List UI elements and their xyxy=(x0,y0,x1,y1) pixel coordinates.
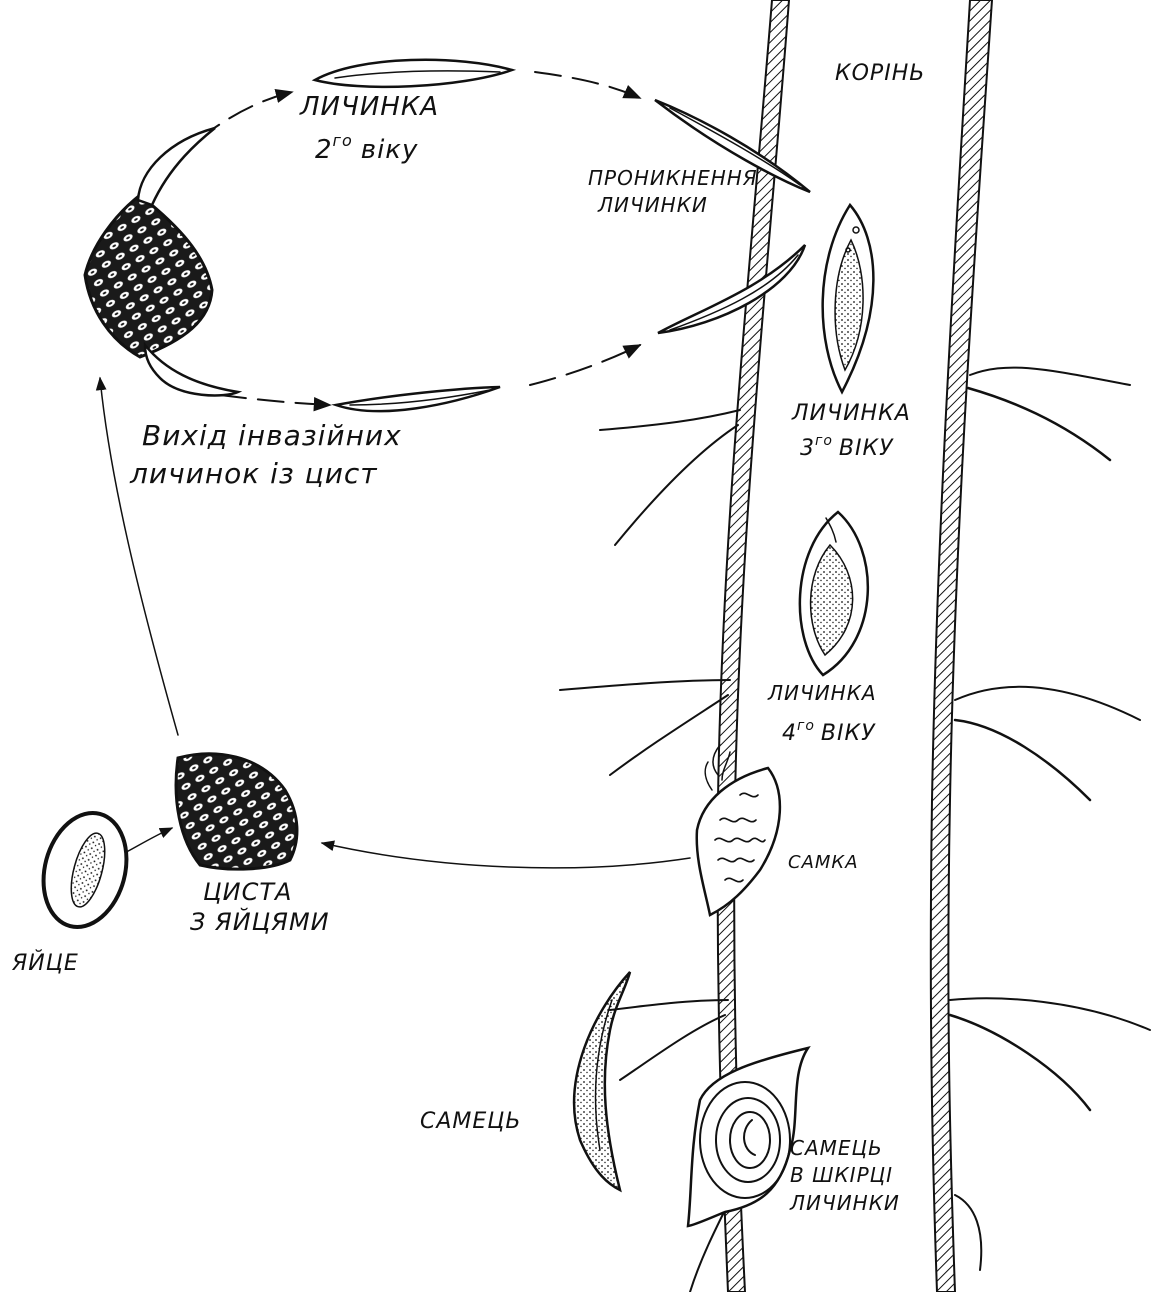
root-hair xyxy=(620,1015,725,1080)
label-male-skin-line3: ЛИЧИНКИ xyxy=(789,1191,900,1215)
male-nematode xyxy=(574,972,630,1190)
root-hair xyxy=(615,425,738,545)
label-larva2-sup: го xyxy=(333,131,353,150)
root-right-wall xyxy=(931,0,992,1292)
larva-penetrating-lower xyxy=(658,245,805,333)
egg xyxy=(31,804,138,937)
root-hair xyxy=(968,388,1110,460)
label-larva3-line2: 3го ВІКУ xyxy=(800,433,894,461)
arrow-female-to-cyst xyxy=(322,843,690,868)
cyst-body xyxy=(85,195,212,357)
root-hair xyxy=(970,368,1130,385)
root-hair xyxy=(610,695,728,775)
label-larva3-word: ВІКУ xyxy=(839,436,894,461)
label-male-skin-line1: САМЕЦЬ xyxy=(790,1136,883,1160)
emerging-larva-bottom xyxy=(145,345,238,395)
label-larva4-line2: 4го ВІКУ xyxy=(782,718,876,746)
label-larva3-sup: го xyxy=(815,433,833,449)
label-egg: ЯЙЦЕ xyxy=(11,950,79,976)
label-larva3-num: 3 xyxy=(800,436,815,461)
label-exit-line1: Вихід інвазійних xyxy=(142,419,402,452)
female-nematode xyxy=(697,745,780,915)
label-cyst-line2: З ЯЙЦЯМИ xyxy=(190,907,330,936)
label-male-skin-line2: В ШКІРЦІ xyxy=(790,1163,893,1187)
label-penetration-line1: ПРОНИКНЕННЯ xyxy=(588,166,758,190)
label-male: САМЕЦЬ xyxy=(420,1109,521,1134)
larva-3rd-stage xyxy=(823,205,874,392)
arrow-cyst-to-larva2 xyxy=(198,92,292,140)
root-hair xyxy=(610,1000,728,1010)
label-cyst-line1: ЦИСТА xyxy=(203,878,292,906)
label-penetration-line2: ЛИЧИНКИ xyxy=(597,193,708,217)
label-larva4-num: 4 xyxy=(782,721,797,746)
label-larva2-num: 2 xyxy=(315,135,333,165)
root-hair xyxy=(600,410,740,430)
hatching-cyst xyxy=(85,128,238,395)
root-hair xyxy=(955,720,1090,800)
label-root: КОРІНЬ xyxy=(835,61,925,86)
label-female: САМКА xyxy=(788,852,859,873)
arrow-exit-to-lower-larva xyxy=(220,395,330,405)
cyst-with-eggs xyxy=(176,754,297,869)
label-larva3-line1: ЛИЧИНКА xyxy=(791,401,911,426)
label-larva2-line1: ЛИЧИНКА xyxy=(299,92,439,122)
arrow-larva-to-root xyxy=(530,345,640,385)
label-exit-line2: личинок із цист xyxy=(129,457,378,490)
root-hair xyxy=(560,680,730,690)
emerging-larva-top xyxy=(138,128,215,205)
larva-2nd-stage xyxy=(315,60,512,87)
arrow-larva2-to-penetration xyxy=(535,72,640,98)
label-larva2-word: віку xyxy=(361,135,419,165)
label-larva4-sup: го xyxy=(797,718,815,734)
label-larva4-line1: ЛИЧИНКА xyxy=(767,681,877,705)
root-hair xyxy=(950,1015,1090,1110)
root-hair xyxy=(955,687,1140,720)
label-larva4-word: ВІКУ xyxy=(821,721,876,746)
larva-4th-stage xyxy=(800,512,868,675)
larva-exit-lower xyxy=(336,387,500,411)
root-hair xyxy=(955,1195,981,1270)
